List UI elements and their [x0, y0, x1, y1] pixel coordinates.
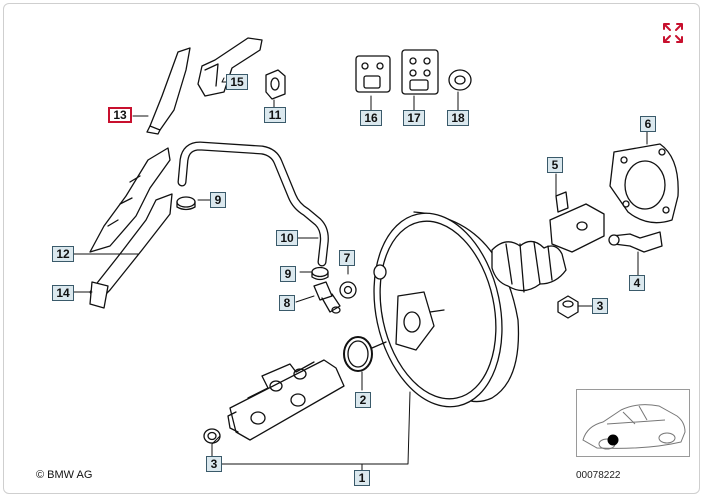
bracket-part-14[interactable]	[146, 47, 191, 135]
copyright-text: © BMW AG	[36, 469, 93, 481]
callout-16[interactable]: 16	[360, 110, 382, 126]
vacuum-hose-part-10[interactable]	[177, 141, 329, 267]
callout-10[interactable]: 10	[276, 230, 298, 246]
pushrod-boot	[491, 240, 567, 293]
hose-clamp-part-9-upper[interactable]	[176, 196, 196, 211]
nut-part-3-left[interactable]	[203, 428, 221, 444]
callout-15[interactable]: 15	[226, 74, 248, 90]
location-marker-dot	[607, 434, 619, 446]
callout-3-right[interactable]: 3	[592, 298, 608, 314]
callout-9-upper[interactable]: 9	[210, 192, 226, 208]
diagram-frame	[3, 3, 700, 494]
leader-lines	[73, 77, 648, 473]
callout-4[interactable]: 4	[629, 275, 645, 291]
grommet-part-11[interactable]	[265, 69, 286, 100]
grommet-part-7[interactable]	[339, 281, 357, 299]
hose-clamp-part-9-lower[interactable]	[311, 266, 329, 281]
pad-part-17[interactable]	[401, 49, 439, 95]
callout-3-left[interactable]: 3	[206, 456, 222, 472]
vehicle-location-thumbnail	[576, 389, 690, 457]
bolt-part-4[interactable]	[608, 231, 663, 253]
callout-14[interactable]: 13	[108, 107, 132, 123]
callout-6[interactable]: 6	[640, 116, 656, 132]
master-cylinder	[227, 359, 345, 441]
callout-18[interactable]: 18	[447, 110, 469, 126]
callout-11[interactable]: 11	[264, 107, 286, 123]
clevis-part-5[interactable]	[549, 191, 605, 253]
o-ring-part-2[interactable]	[343, 336, 373, 372]
expand-arrows-icon[interactable]	[660, 20, 686, 46]
brake-booster-part-1[interactable]	[357, 201, 520, 418]
callout-7[interactable]: 7	[339, 250, 355, 266]
pad-part-16[interactable]	[355, 55, 391, 93]
document-number: 00078222	[576, 470, 621, 481]
callout-5[interactable]: 5	[547, 157, 563, 173]
bracket-part-12[interactable]	[89, 147, 171, 253]
grommet-part-18[interactable]	[448, 69, 472, 91]
callout-8[interactable]: 8	[279, 295, 295, 311]
callout-12[interactable]: 12	[52, 246, 74, 262]
callout-2[interactable]: 2	[355, 392, 371, 408]
callout-9-lower[interactable]: 9	[280, 266, 296, 282]
bracket-part-13[interactable]	[89, 193, 173, 309]
callout-1[interactable]: 1	[354, 470, 370, 486]
flange-gasket-part-6[interactable]	[609, 143, 679, 224]
callout-13[interactable]: 14	[52, 285, 74, 301]
elbow-connector-part-8[interactable]	[313, 281, 341, 314]
nut-part-3-right[interactable]	[557, 295, 579, 319]
callout-17[interactable]: 17	[403, 110, 425, 126]
